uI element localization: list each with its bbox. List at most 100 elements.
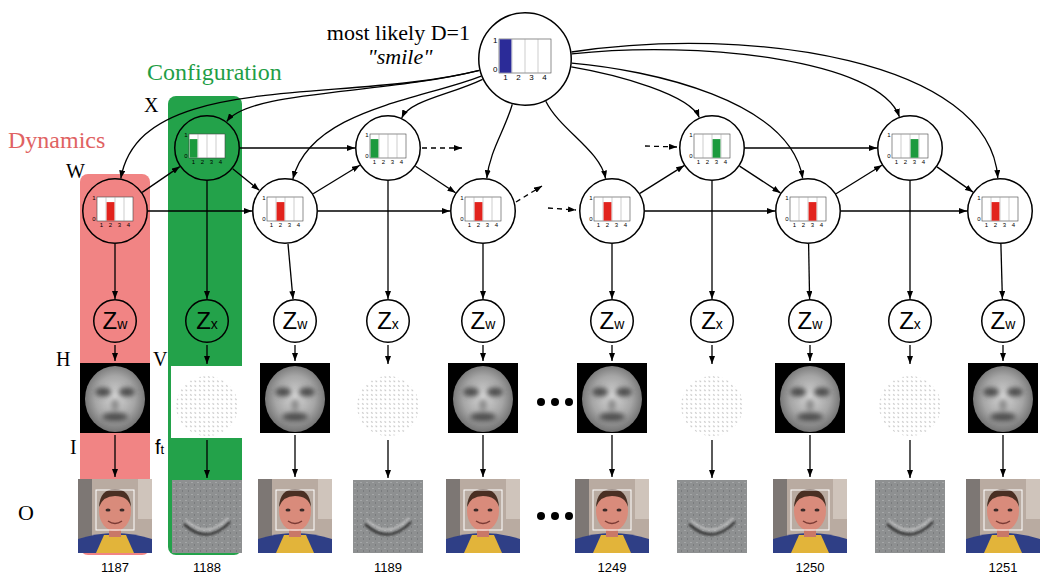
bin-label: 1 (597, 222, 600, 228)
axis-tick: 1 (589, 195, 592, 201)
band-fill (168, 96, 242, 555)
histogram-node: 101234 (355, 115, 421, 181)
dependency-arrow (482, 244, 483, 299)
dependency-arrow (740, 166, 781, 193)
axis-tick: 0 (262, 216, 265, 222)
dependency-arrow (572, 50, 900, 117)
bin-label: 2 (109, 222, 112, 228)
bin-label: 1 (503, 74, 507, 82)
axis-tick: 1 (493, 37, 497, 45)
model-band: Dynamics101234Zw (80, 174, 150, 555)
node-label: Zw (600, 309, 625, 333)
latent-node: Zx (690, 299, 734, 343)
variable-label: W (66, 161, 85, 181)
bin-label: 2 (382, 159, 385, 165)
dependency-arrow (572, 63, 803, 178)
appearance-template (448, 363, 518, 433)
latent-node: Zw (93, 299, 137, 343)
node-label: Zw (471, 309, 496, 333)
frame-number: 1187 (101, 561, 129, 574)
histogram-node: 101234 (174, 115, 240, 181)
dependency-arrow (640, 166, 684, 194)
bin-label: 3 (1003, 222, 1006, 228)
dependency-arrow (416, 166, 456, 193)
frame-number: 1251 (989, 561, 1018, 574)
histogram-node: 101234 (679, 115, 745, 181)
bin-label: 4 (724, 159, 727, 165)
dependency-arrow (402, 79, 483, 118)
bin-label: 2 (994, 222, 997, 228)
histogram-node: 101234 (450, 178, 516, 244)
dependency-arrow (841, 210, 967, 211)
histogram-circle (967, 178, 1033, 244)
dependency-arrow (611, 244, 612, 299)
frame-number: 1188 (193, 561, 221, 574)
bin-label: 2 (516, 74, 520, 82)
axis-tick: 1 (689, 132, 692, 138)
node-heading: "smile" (368, 46, 433, 68)
optical-flow-frame (875, 480, 945, 553)
bin-label: 4 (820, 222, 823, 228)
bin-label: 4 (127, 222, 130, 228)
axis-tick: 0 (92, 216, 95, 222)
bin-label: 4 (1012, 222, 1015, 228)
bin-label: 1 (373, 159, 376, 165)
bin-label: 3 (288, 222, 291, 228)
latent-node: Zw (590, 299, 634, 343)
video-frame (446, 479, 520, 553)
latent-node: Zw (461, 299, 505, 343)
axis-tick: 0 (689, 153, 692, 159)
bin-label: 3 (715, 159, 718, 165)
appearance-template (968, 363, 1038, 433)
histogram-node: 101234most likely D=1"smile" (478, 12, 572, 106)
frame-number: 1249 (598, 561, 627, 574)
axis-tick: 0 (365, 153, 368, 159)
histogram-circle (775, 178, 841, 244)
latent-node: Zw (788, 299, 832, 343)
dependency-arrow (909, 181, 910, 299)
optical-flow-frame (677, 480, 747, 553)
bin-label: 3 (118, 222, 121, 228)
dependency-arrow (142, 167, 180, 193)
histogram-circle (679, 115, 745, 181)
bin-label: 3 (486, 222, 489, 228)
axis-tick: 1 (977, 195, 980, 201)
axis-tick: 1 (184, 132, 187, 138)
bin-label: 3 (811, 222, 814, 228)
node-label: Zx (377, 309, 399, 333)
bin-label: 3 (391, 159, 394, 165)
bin-label: 1 (270, 222, 273, 228)
dependency-arrow (313, 165, 360, 194)
variable-label: ft (155, 437, 164, 457)
flow-template (676, 366, 748, 438)
bin-label: 2 (904, 159, 907, 165)
axis-tick: 0 (977, 216, 980, 222)
variable-label: O (18, 502, 34, 524)
frame-number: 1189 (374, 561, 402, 574)
bin-label: 1 (985, 222, 988, 228)
axis-tick: 0 (887, 153, 890, 159)
video-frame (78, 479, 152, 553)
histogram-node: 101234 (82, 178, 148, 244)
dependency-arrow (206, 181, 207, 299)
bin-label: 3 (615, 222, 618, 228)
variable-label: I (70, 437, 77, 457)
histogram-circle (174, 115, 240, 181)
bin-label: 4 (400, 159, 403, 165)
video-frame (258, 479, 332, 553)
generation-arrows (115, 345, 1003, 478)
dependency-arrow (571, 67, 699, 118)
node-label: Zx (899, 309, 921, 333)
axis-tick: 1 (92, 195, 95, 201)
bin-label: 4 (624, 222, 627, 228)
optical-flow-frame (353, 480, 423, 553)
latent-node: Zx (185, 299, 229, 343)
latent-node: Zx (888, 299, 932, 343)
ellipsis-dots (537, 398, 573, 520)
dependency-arrow (487, 104, 513, 178)
axis-tick: 0 (589, 216, 592, 222)
histogram-circle (450, 178, 516, 244)
latent-node: Zw (273, 299, 317, 343)
bin-label: 4 (922, 159, 925, 165)
